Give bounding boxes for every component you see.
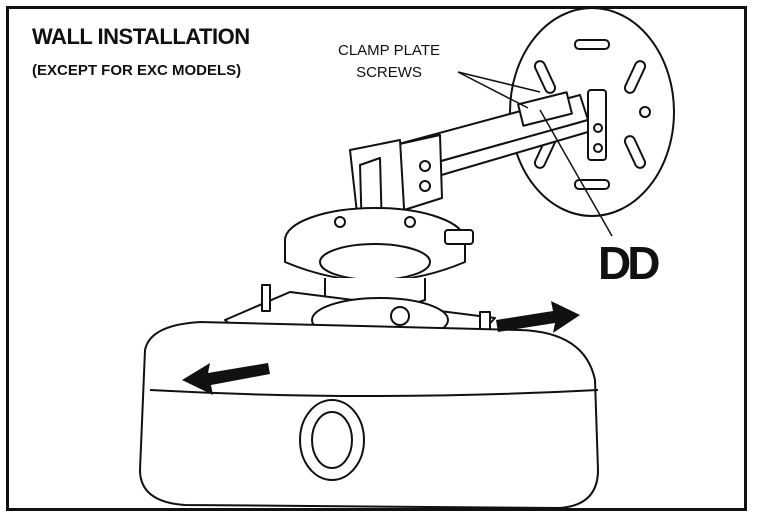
left-arrow-icon bbox=[182, 363, 270, 395]
extension-arm bbox=[394, 91, 603, 211]
callout-line-2: SCREWS bbox=[356, 64, 422, 81]
projector-body bbox=[139, 321, 599, 509]
part-label: DD bbox=[598, 237, 660, 289]
figure-subtitle: (EXCEPT FOR EXC MODELS) bbox=[32, 62, 242, 79]
adapter-head bbox=[284, 207, 474, 310]
callout-leaders bbox=[457, 71, 613, 237]
figure-title: WALL INSTALLATION bbox=[32, 24, 250, 49]
clamp-plate-screws-callout: CLAMP PLATE SCREWS bbox=[338, 40, 440, 84]
callout-line-1: CLAMP PLATE bbox=[338, 42, 440, 59]
right-arrow-icon bbox=[496, 301, 580, 333]
